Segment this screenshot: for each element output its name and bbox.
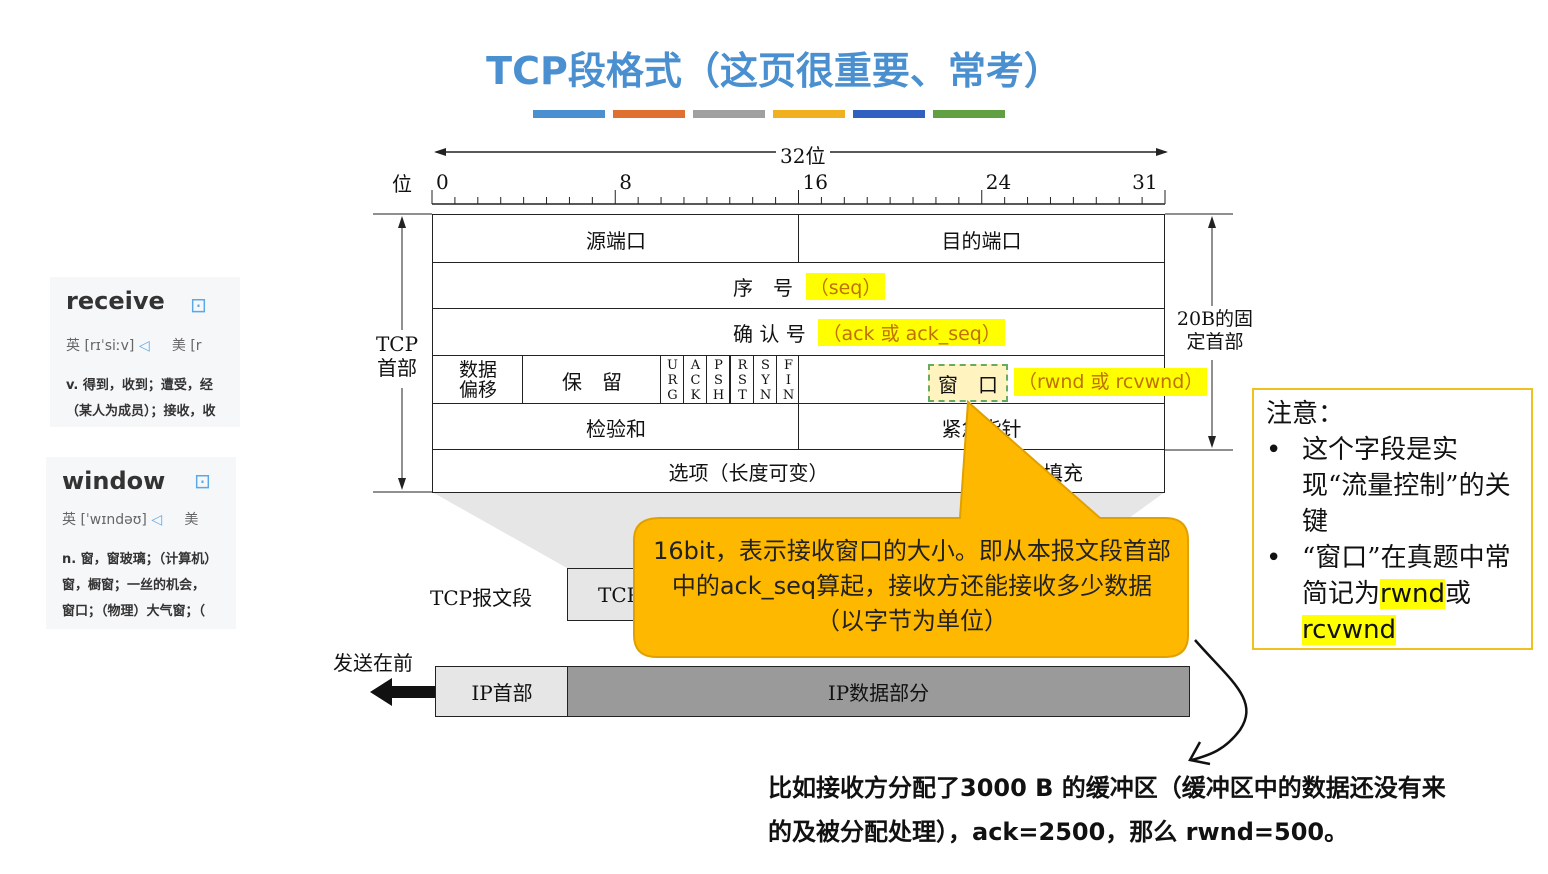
segment-label: TCP报文段 [430, 586, 533, 610]
dict-def: v. 得到，收到；遭受，经 [66, 378, 213, 393]
seq-field: 序 号 （seq） [432, 262, 1165, 310]
seq-tag: （seq） [805, 272, 886, 300]
ruler-tick-label: 16 [802, 170, 828, 194]
dst-port-field: 目的端口 [798, 214, 1165, 264]
flag-psh-label: PSH [711, 357, 726, 403]
example-text: 比如接收方分配了3000 B 的缓冲区（缓冲区中的数据还没有来 的及被分配处理）… [768, 766, 1446, 854]
example-line: 的及被分配处理），ack=2500，那么 rwnd=500。 [768, 818, 1349, 846]
flag-fin: FIN [776, 355, 800, 405]
checksum-field: 检验和 [432, 403, 800, 451]
dict-card-receive: receive ⊡ 英 [rɪˈsiːv] ◁ 美 [r v. 得到，收到；遭受… [50, 277, 240, 427]
fixed-header-label: 20B的固定首部 [1170, 308, 1260, 354]
color-bar [933, 110, 1005, 118]
reserved-field: 保 留 [522, 355, 662, 405]
dict-word: receive [66, 287, 165, 315]
window-tag: （rwnd 或 rcvwnd） [1014, 368, 1208, 396]
bullet-icon: • [1266, 543, 1282, 573]
note-box: 注意： • 这个字段是实现“流量控制”的关键 • “窗口”在真题中常简记为rwnd或… [1252, 388, 1533, 650]
color-bar [853, 110, 925, 118]
padding-label: 填充 [1043, 460, 1083, 485]
dict-def: 窗口；（物理）大气窗；（ [62, 604, 206, 619]
flag-fin-label: FIN [781, 357, 796, 403]
ruler-tick-label: 24 [985, 170, 1012, 194]
ruler-label: 32位 [780, 144, 826, 168]
us-phonetic: 美 [r [171, 338, 202, 354]
uk-phonetic: 英 [ˈwɪndəʊ] [62, 512, 147, 528]
ip-header-box: IP首部 [435, 666, 569, 717]
dict-def: （某人为成员）；接收，收 [66, 404, 216, 419]
color-bar [773, 110, 845, 118]
dict-def: 窗，橱窗；一丝的机会， [62, 578, 206, 593]
bullet-icon: • [1266, 435, 1282, 465]
note-head: 注意： [1266, 399, 1345, 429]
note-item: “窗口”在真题中常简记为rwnd或rcvwnd [1302, 543, 1511, 645]
seq-label: 序 号 [733, 275, 793, 300]
ruler-tick-label: 8 [619, 170, 632, 194]
color-bar [693, 110, 765, 118]
us-phonetic: 美 [184, 512, 199, 528]
dict-def: n. 窗，窗玻璃；（计算机） [62, 552, 218, 567]
data-offset-field: 数据偏移 [432, 355, 524, 405]
dict-card-window: window ⊡ 英 [ˈwɪndəʊ] ◁ 美 n. 窗，窗玻璃；（计算机） … [46, 457, 236, 629]
options-field: 选项（长度可变） 填充 [432, 449, 1165, 493]
slide-title: TCP段格式（这页很重要、常考） [486, 49, 1062, 93]
example-line: 比如接收方分配了3000 B 的缓冲区（缓冲区中的数据还没有来 [768, 774, 1446, 802]
ruler-tick-label: 0 [436, 170, 449, 194]
note-item: 这个字段是实现“流量控制”的关键 [1302, 435, 1511, 537]
flag-urg: URG [660, 355, 684, 405]
color-bar [533, 110, 605, 118]
speaker-icon[interactable]: ◁ [138, 338, 150, 354]
urgent-pointer-field: 紧急指针 [798, 403, 1165, 451]
flag-syn-label: SYN [758, 357, 773, 403]
tcp-header-label: TCP首部 [375, 332, 419, 380]
bookmark-icon[interactable]: ⊡ [190, 293, 207, 317]
ack-field: 确 认 号 （ack 或 ack_seq） [432, 308, 1165, 357]
ack-tag: （ack 或 ack_seq） [818, 319, 1005, 346]
uk-phonetic: 英 [rɪˈsiːv] [66, 338, 135, 354]
options-label: 选项（长度可变） [668, 460, 829, 485]
flag-syn: SYN [753, 355, 777, 405]
flag-rst-label: RST [735, 357, 750, 403]
dict-word: window [62, 467, 166, 495]
color-bar [613, 110, 685, 118]
ip-data-box: IP数据部分 [567, 666, 1190, 717]
send-first-label: 发送在前 [333, 651, 413, 675]
flag-psh: PSH [706, 355, 730, 405]
ack-label: 确 认 号 [733, 322, 806, 346]
bit-label: 位 [392, 172, 412, 196]
src-port-field: 源端口 [432, 214, 800, 264]
window-label: 窗 口 [928, 364, 1008, 402]
flag-rst: RST [730, 355, 754, 405]
speaker-icon[interactable]: ◁ [151, 512, 163, 528]
flag-ack-label: ACK [688, 357, 703, 403]
ruler-tick-label: 31 [1132, 170, 1158, 194]
flag-ack: ACK [683, 355, 707, 405]
flag-urg-label: URG [665, 357, 680, 403]
bookmark-icon[interactable]: ⊡ [194, 469, 211, 493]
callout-text: 16bit，表示接收窗口的大小。即从本报文段首部中的ack_seq算起，接收方还… [653, 537, 1171, 635]
